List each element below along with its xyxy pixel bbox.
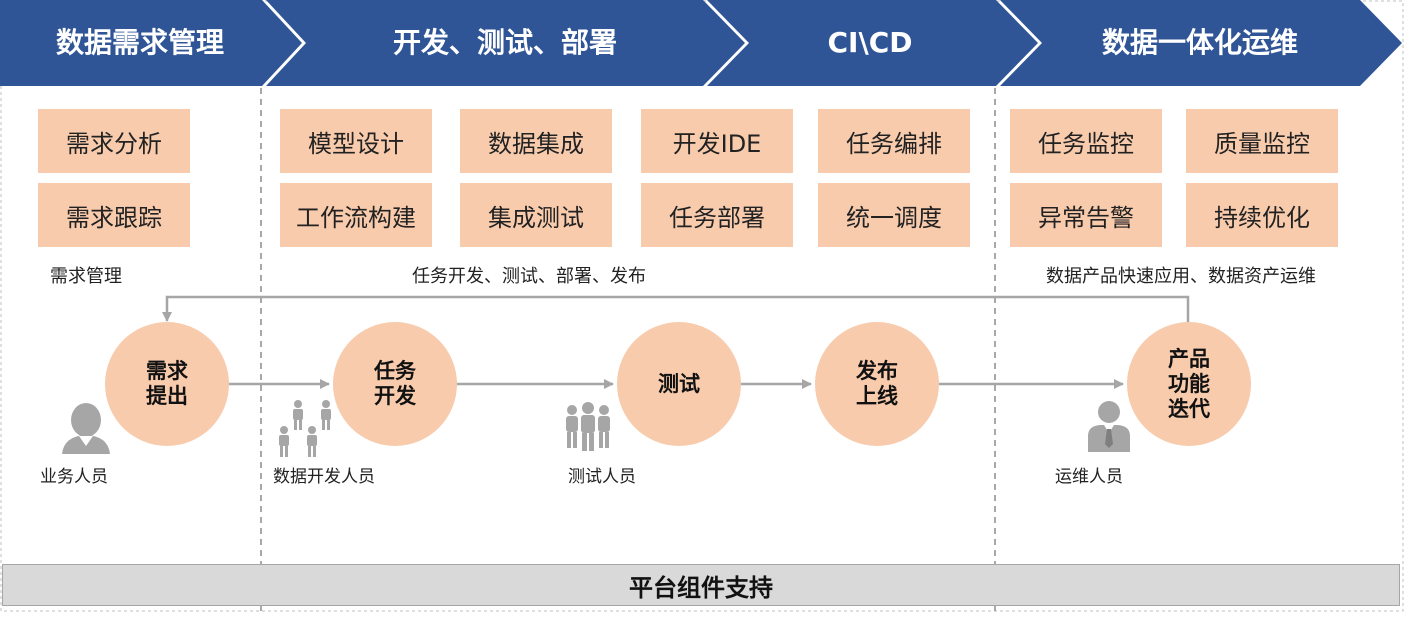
module-anomaly-alert: 异常告警: [1010, 183, 1162, 247]
role-label-ops: 运维人员: [1055, 467, 1123, 487]
stage-title-requirements: 数据需求管理: [55, 26, 224, 59]
node-label-line: 迭代: [1168, 396, 1210, 421]
feedback-arrow: [162, 295, 1190, 328]
role-label-testers: 测试人员: [568, 467, 636, 487]
node-label-line: 产品: [1168, 346, 1210, 371]
stage-title-dev-test-deploy: 开发、测试、部署: [392, 26, 617, 59]
chevron-stage-2: [266, 0, 745, 86]
developers-group-icon: [279, 400, 331, 457]
chevron-stage-3: [707, 0, 1038, 86]
stage-title-cicd: CI\CD: [827, 26, 913, 59]
node-label-line: 测试: [658, 371, 700, 396]
node-label-line: 开发: [374, 384, 416, 408]
module-unified-scheduling: 统一调度: [818, 183, 970, 247]
business-person-icon: [62, 403, 110, 454]
role-label-business: 业务人员: [40, 467, 108, 487]
node-label-line: 上线: [856, 384, 898, 408]
module-task-deploy: 任务部署: [641, 183, 793, 247]
node-label-line: 任务: [374, 359, 416, 383]
module-integration-test: 集成测试: [460, 183, 612, 247]
module-quality-monitoring: 质量监控: [1186, 109, 1338, 173]
node-label-line: 功能: [1168, 371, 1210, 396]
platform-support-bar: 平台组件支持: [2, 564, 1400, 606]
module-workflow-build: 工作流构建: [280, 183, 432, 247]
node-product-iteration: 产品 功能 迭代: [1127, 322, 1251, 446]
caption-requirements: 需求管理: [50, 266, 122, 287]
node-label-line: 提出: [146, 384, 188, 408]
node-label-line: 需求: [146, 359, 188, 383]
module-requirement-analysis: 需求分析: [38, 109, 190, 173]
node-label-line: 发布: [856, 359, 898, 383]
node-release: 发布 上线: [815, 322, 939, 446]
testers-group-icon: [566, 402, 610, 451]
module-data-integration: 数据集成: [460, 109, 612, 173]
module-task-orchestration: 任务编排: [818, 109, 970, 173]
chevron-stage-4: [1000, 0, 1402, 86]
module-dev-ide: 开发IDE: [641, 109, 793, 173]
module-requirement-tracking: 需求跟踪: [38, 183, 190, 247]
caption-operations: 数据产品快速应用、数据资产运维: [1046, 266, 1316, 287]
module-model-design: 模型设计: [280, 109, 432, 173]
module-task-monitoring: 任务监控: [1010, 109, 1162, 173]
role-label-developers: 数据开发人员: [273, 467, 375, 487]
node-requirement-raise: 需求 提出: [105, 322, 229, 446]
module-continuous-optimization: 持续优化: [1186, 183, 1338, 247]
stage-title-operations: 数据一体化运维: [1101, 26, 1298, 59]
chevron-stage-1: [0, 0, 302, 86]
node-testing: 测试: [617, 322, 741, 446]
caption-development: 任务开发、测试、部署、发布: [412, 266, 646, 287]
node-task-development: 任务 开发: [333, 322, 457, 446]
ops-person-icon: [1088, 401, 1130, 452]
